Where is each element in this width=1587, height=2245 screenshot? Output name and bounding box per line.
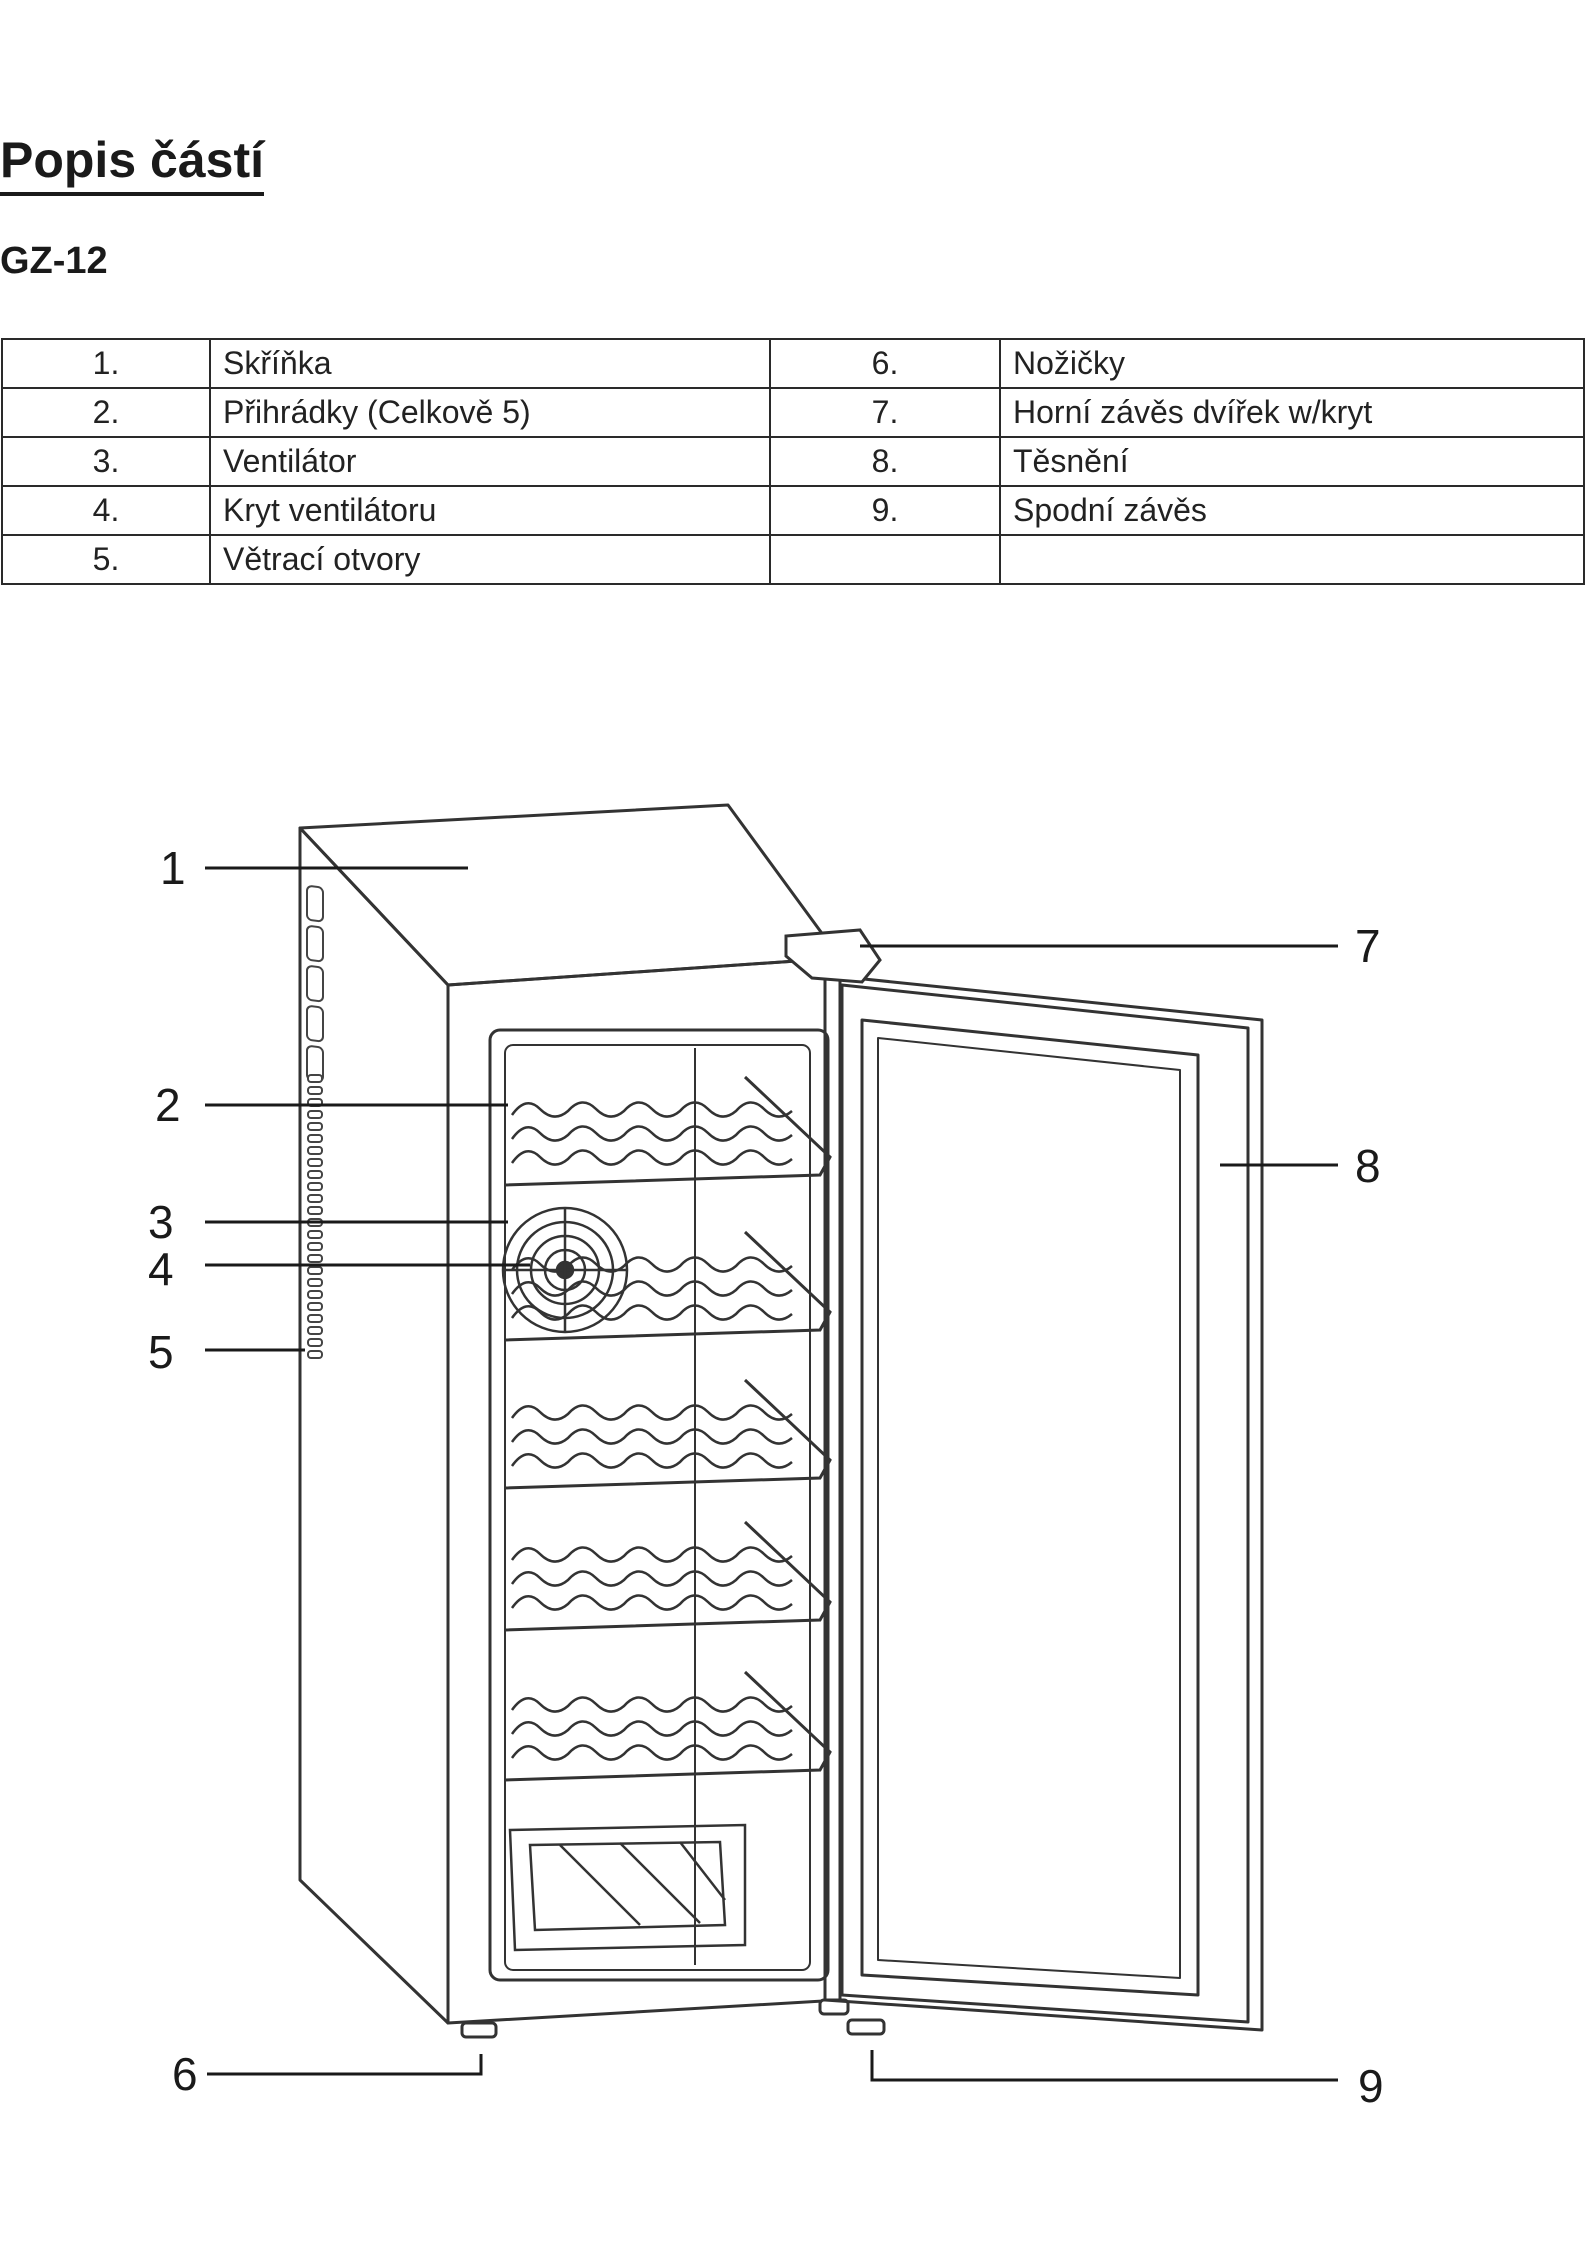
door: [825, 975, 1262, 2030]
cabinet: [300, 805, 840, 2023]
door-edge: [842, 985, 1248, 2022]
vents-upper: [307, 886, 323, 1082]
cabinet-top: [300, 805, 840, 985]
callout-number-7: 7: [1355, 920, 1381, 972]
page-title: Popis částí: [0, 130, 264, 196]
vent-slot: [308, 1303, 322, 1310]
table-row: 1. Skříňka 6. Nožičky: [2, 339, 1584, 388]
bottom-hinge: [848, 2020, 884, 2034]
shelf: [505, 1672, 830, 1780]
callout-number-5: 5: [148, 1326, 174, 1378]
vent-slot: [308, 1195, 322, 1202]
vent-slot: [308, 1111, 322, 1118]
part-label: Ventilátor: [210, 437, 770, 486]
part-number: 1.: [2, 339, 210, 388]
vent-slot: [308, 1231, 322, 1238]
cabinet-front: [448, 958, 840, 2023]
part-number: [770, 535, 1000, 584]
vent-slot: [308, 1075, 322, 1082]
part-label: Těsnění: [1000, 437, 1584, 486]
part-number: 8.: [770, 437, 1000, 486]
vent-slot: [308, 1351, 322, 1358]
model-title: GZ-12: [0, 238, 108, 284]
part-label: Horní závěs dvířek w/kryt: [1000, 388, 1584, 437]
top-hinge: [786, 930, 880, 982]
part-number: 6.: [770, 339, 1000, 388]
part-label: Skříňka: [210, 339, 770, 388]
vent-slot: [308, 1315, 322, 1322]
vent-slot: [308, 1267, 322, 1274]
callout-number-2: 2: [155, 1079, 181, 1131]
vents-lower: [308, 1075, 322, 1358]
table-row: 3. Ventilátor 8. Těsnění: [2, 437, 1584, 486]
door-glass: [878, 1038, 1180, 1978]
wine-cooler-diagram: 1 2 3 4 5 6 7 8 9: [0, 760, 1587, 2160]
vent-slot: [308, 1279, 322, 1286]
part-label: Spodní závěs: [1000, 486, 1584, 535]
part-number: 2.: [2, 388, 210, 437]
table-row: 5. Větrací otvory: [2, 535, 1584, 584]
vent-slot: [308, 1291, 322, 1298]
callout-number-3: 3: [148, 1196, 174, 1248]
vent-slot: [308, 1159, 322, 1166]
part-label: Nožičky: [1000, 339, 1584, 388]
vent-slot: [308, 1243, 322, 1250]
table-row: 2. Přihrádky (Celkově 5) 7. Horní závěs …: [2, 388, 1584, 437]
vent-slot: [308, 1207, 322, 1214]
door-glass-frame: [862, 1020, 1198, 1995]
interior: [490, 1030, 828, 1980]
vent-slot: [308, 1147, 322, 1154]
callout-number-1: 1: [160, 842, 186, 894]
part-number: 4.: [2, 486, 210, 535]
shelves: [505, 1077, 830, 1780]
interior-frame: [490, 1030, 828, 1980]
callout-number-8: 8: [1355, 1140, 1381, 1192]
part-number: 3.: [2, 437, 210, 486]
vent-slot: [308, 1123, 322, 1130]
shelf: [505, 1380, 830, 1488]
vent-slot: [308, 1171, 322, 1178]
shelf: [505, 1522, 830, 1630]
callout-lines: [205, 868, 1338, 2080]
door-outer: [825, 975, 1262, 2030]
callout-line-9: [872, 2050, 1338, 2080]
shelf: [505, 1077, 830, 1185]
part-number: 9.: [770, 486, 1000, 535]
vent-slot: [308, 1327, 322, 1334]
part-number: 5.: [2, 535, 210, 584]
vent-slot: [308, 1255, 322, 1262]
vent-slot: [308, 1183, 322, 1190]
vent-slot: [308, 1339, 322, 1346]
cabinet-side: [300, 828, 448, 2023]
part-number: 7.: [770, 388, 1000, 437]
part-label: Kryt ventilátoru: [210, 486, 770, 535]
table-row: 4. Kryt ventilátoru 9. Spodní závěs: [2, 486, 1584, 535]
part-label: Přihrádky (Celkově 5): [210, 388, 770, 437]
callout-number-4: 4: [148, 1243, 174, 1295]
callout-line-6: [207, 2054, 481, 2074]
vent-slot: [308, 1135, 322, 1142]
bottom-tray: [510, 1825, 745, 1950]
fan: [503, 1208, 627, 1332]
callout-number-9: 9: [1358, 2060, 1384, 2112]
parts-table: 1. Skříňka 6. Nožičky 2. Přihrádky (Celk…: [1, 338, 1585, 585]
vent-slot: [308, 1087, 322, 1094]
callout-number-6: 6: [172, 2048, 198, 2100]
part-label: Větrací otvory: [210, 535, 770, 584]
part-label: [1000, 535, 1584, 584]
